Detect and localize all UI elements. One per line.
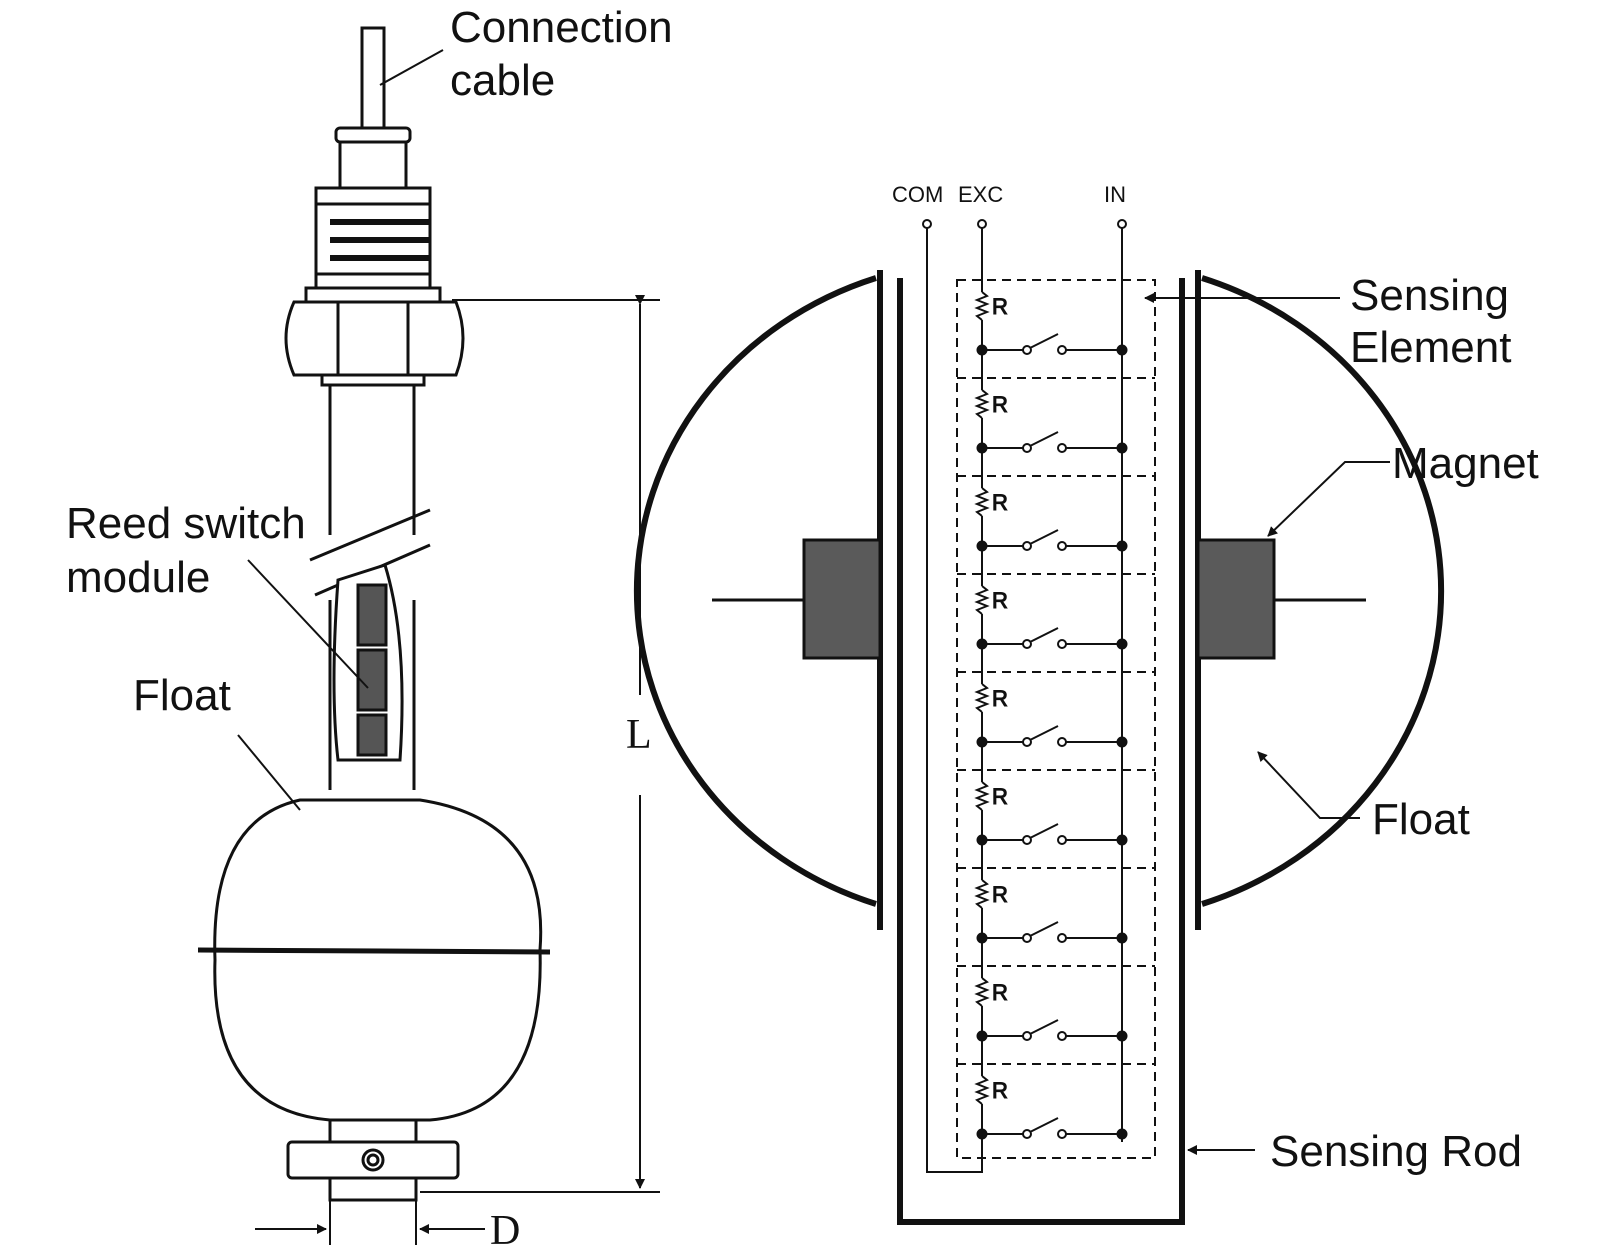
sensing-rod: [897, 278, 1185, 1225]
resistor-symbol: [974, 781, 990, 811]
resistor-symbol: [974, 585, 990, 615]
switch-contact: [1022, 737, 1032, 747]
switch-contact: [1022, 1031, 1032, 1041]
com-terminal-label: COM: [892, 182, 943, 207]
switch-contact: [1057, 639, 1067, 649]
switch-blade: [1029, 1117, 1059, 1133]
resistor-label: R: [992, 392, 1008, 417]
diameter-dimension-label: D: [490, 1208, 520, 1250]
switch-blade: [1029, 823, 1059, 839]
resistor-symbol: [974, 1075, 990, 1105]
resistor-symbol: [974, 683, 990, 713]
sensor-segments: R R R R R R R R R: [957, 282, 1155, 1164]
resistor-label: R: [992, 686, 1008, 711]
in-terminal-label: IN: [1104, 182, 1126, 207]
switch-contact: [1022, 933, 1032, 943]
switch-contact: [1022, 541, 1032, 551]
sensing-element-box: [956, 279, 1156, 1159]
left-leader-lines: [237, 49, 444, 811]
in-rail: [1117, 219, 1127, 1142]
switch-contact: [1022, 639, 1032, 649]
switch-contact: [1057, 541, 1067, 551]
switch-blade: [1029, 431, 1059, 447]
switch-contact: [1057, 1129, 1067, 1139]
sensing-element-label-line2: Element: [1350, 323, 1511, 372]
sensing-rod-label: Sensing Rod: [1270, 1127, 1522, 1176]
right-sensor-schematic: R R R R R R R R R: [633, 219, 1445, 1225]
resistor-label: R: [992, 294, 1008, 319]
float-ball: [197, 798, 551, 1122]
resistor-symbol: [974, 291, 990, 321]
resistor-label: R: [992, 882, 1008, 907]
connection-cable: [360, 26, 386, 130]
switch-contact: [1022, 443, 1032, 453]
switch-blade: [1029, 1019, 1059, 1035]
com-wire: [922, 219, 983, 1173]
switch-contact: [1057, 443, 1067, 453]
right-leader-lines: [1144, 293, 1390, 1155]
float-label-left: Float: [133, 671, 231, 720]
switch-contact: [1057, 933, 1067, 943]
reed-switch-label-line1: Reed switch: [66, 499, 306, 548]
switch-blade: [1029, 725, 1059, 741]
switch-contact: [1057, 345, 1067, 355]
connection-cable-label-line1: Connection: [450, 3, 673, 52]
exc-rail: [977, 219, 987, 282]
reed-switch-label-line2: module: [66, 553, 210, 602]
resistor-symbol: [974, 977, 990, 1007]
switch-blade: [1029, 627, 1059, 643]
magnet-label: Magnet: [1392, 439, 1539, 488]
magnet-blocks: [712, 538, 1366, 660]
bottom-collar: [286, 1118, 460, 1202]
cable-gland-cap: [334, 126, 412, 190]
switch-contact: [1022, 345, 1032, 355]
left-sensor-drawing: [197, 26, 660, 1245]
connection-cable-label-line2: cable: [450, 56, 555, 105]
resistor-label: R: [992, 588, 1008, 613]
switch-blade: [1029, 529, 1059, 545]
resistor-label: R: [992, 980, 1008, 1005]
resistor-label: R: [992, 1078, 1008, 1103]
switch-contact: [1057, 835, 1067, 845]
length-dimension-label: L: [626, 712, 652, 758]
resistor-label: R: [992, 490, 1008, 515]
switch-contact: [1057, 1031, 1067, 1041]
sensing-element-label-line1: Sensing: [1350, 271, 1509, 320]
float-label-right: Float: [1372, 795, 1470, 844]
resistor-label: R: [992, 784, 1008, 809]
resistor-symbol: [974, 389, 990, 419]
switch-contact: [1022, 835, 1032, 845]
exc-terminal-label: EXC: [958, 182, 1003, 207]
switch-contact: [1022, 1129, 1032, 1139]
switch-blade: [1029, 333, 1059, 349]
reed-switch-module: [332, 563, 404, 762]
hex-nut: [284, 286, 465, 387]
resistor-symbol: [974, 487, 990, 517]
threaded-fitting: [314, 186, 432, 290]
dimension-d: [255, 1200, 485, 1245]
switch-blade: [1029, 921, 1059, 937]
resistor-symbol: [974, 879, 990, 909]
switch-contact: [1057, 737, 1067, 747]
